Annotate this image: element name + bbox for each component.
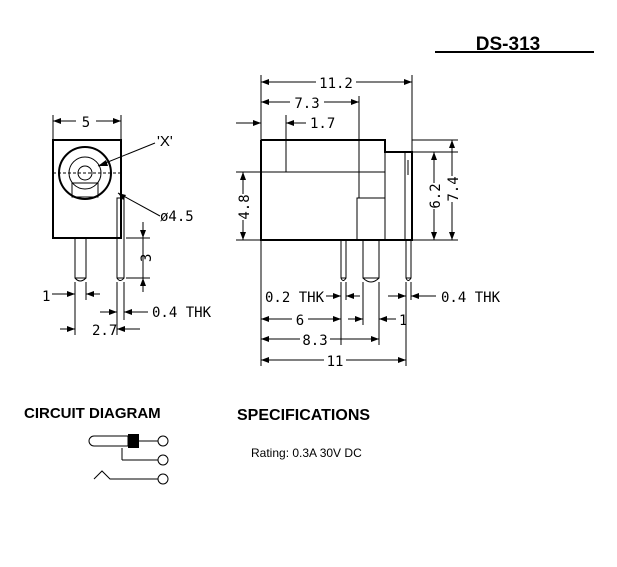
pin-thickness-right-label: 0.4 THK: [441, 290, 501, 306]
detail-x-label: 'X': [157, 133, 173, 150]
pin-length-label: 3: [139, 254, 155, 262]
side-view: 11.2 7.3 1.7 4.8 6.2 7.: [235, 74, 501, 370]
front-width-label: 5: [82, 115, 90, 131]
pin-spacing-label: 2.7: [92, 323, 117, 339]
dist-a-label: 6: [296, 313, 304, 329]
base-length-label: 11: [327, 354, 344, 370]
rating-text: Rating: 0.3A 30V DC: [251, 446, 362, 460]
model-title: DS-313: [476, 34, 540, 55]
circuit-diagram: [88, 434, 169, 485]
dist-c-label: 1: [399, 313, 407, 329]
hole-diameter-label: ø4.5: [160, 209, 194, 225]
dist-b-label: 8.3: [302, 333, 327, 349]
flange-label: 1.7: [310, 116, 335, 132]
front-view: 5 'X' ø4.5 3 1 0.4 THK: [42, 112, 212, 339]
circuit-title: CIRCUIT DIAGRAM: [24, 405, 161, 422]
overall-length-label: 11.2: [319, 76, 353, 92]
pin-offset-label: 1: [42, 289, 50, 305]
height-b-label: 7.4: [446, 176, 462, 201]
height-a-label: 6.2: [428, 183, 444, 208]
specs-title: SPECIFICATIONS: [237, 407, 370, 424]
step-length-label: 7.3: [294, 96, 319, 112]
body-height-label: 4.8: [237, 194, 253, 219]
pin-thickness-left-label: 0.2 THK: [265, 290, 325, 306]
pin-thickness-label: 0.4 THK: [152, 305, 212, 321]
